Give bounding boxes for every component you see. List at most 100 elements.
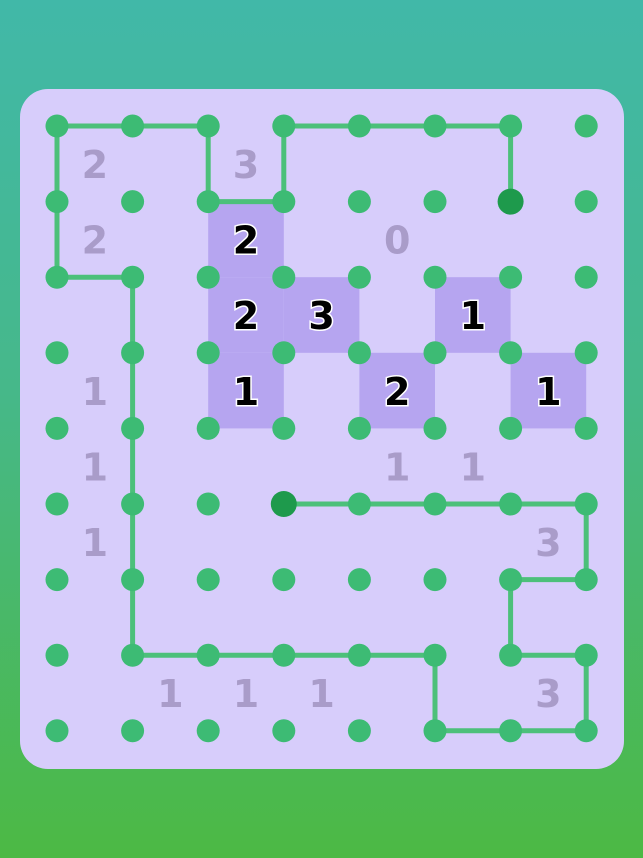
grid-dot[interactable] xyxy=(574,416,598,440)
grid-dot[interactable] xyxy=(347,492,371,516)
clue-number[interactable]: 1 xyxy=(82,370,108,414)
grid-dot[interactable] xyxy=(347,341,371,365)
grid-dot[interactable] xyxy=(499,492,523,516)
grid-dot[interactable] xyxy=(45,265,69,289)
grid-dot[interactable] xyxy=(574,190,598,214)
grid-dot[interactable] xyxy=(121,492,145,516)
grid-dot[interactable] xyxy=(272,265,296,289)
clue-number[interactable]: 3 xyxy=(307,293,336,340)
grid-dot[interactable] xyxy=(272,643,296,667)
clue-number[interactable]: 1 xyxy=(82,521,108,565)
grid-dot[interactable] xyxy=(423,568,447,592)
grid-dot[interactable] xyxy=(347,265,371,289)
grid-dot[interactable] xyxy=(45,114,69,138)
grid-dot[interactable] xyxy=(272,190,296,214)
grid-dot[interactable] xyxy=(423,265,447,289)
clue-number[interactable]: 2 xyxy=(82,143,108,187)
grid-dot[interactable] xyxy=(423,643,447,667)
clue-number[interactable]: 1 xyxy=(308,672,334,716)
grid-dot[interactable] xyxy=(347,114,371,138)
grid-dot[interactable] xyxy=(45,341,69,365)
grid-dot[interactable] xyxy=(121,190,145,214)
grid-dot[interactable] xyxy=(196,492,220,516)
grid-dot[interactable] xyxy=(423,341,447,365)
clue-number[interactable]: 2 xyxy=(382,368,411,415)
clue-number[interactable]: 2 xyxy=(231,217,260,264)
grid-dot[interactable] xyxy=(45,492,69,516)
grid-dot[interactable] xyxy=(499,719,523,743)
path-endpoint-dot[interactable] xyxy=(270,491,297,517)
highlighted-cell xyxy=(208,352,284,429)
grid-dot[interactable] xyxy=(121,643,145,667)
grid-dot[interactable] xyxy=(121,265,145,289)
grid-dot[interactable] xyxy=(196,341,220,365)
grid-dot[interactable] xyxy=(423,190,447,214)
grid-dot[interactable] xyxy=(347,416,371,440)
grid-dot[interactable] xyxy=(121,416,145,440)
grid-dot[interactable] xyxy=(45,190,69,214)
grid-dot[interactable] xyxy=(423,416,447,440)
clue-number[interactable]: 1 xyxy=(384,445,410,489)
highlighted-cell xyxy=(435,277,511,353)
clue-number[interactable]: 1 xyxy=(458,293,487,340)
grid-dot[interactable] xyxy=(423,114,447,138)
grid-dot[interactable] xyxy=(574,568,598,592)
clue-number[interactable]: 2 xyxy=(231,293,260,340)
grid-dot[interactable] xyxy=(574,492,598,516)
grid-dot[interactable] xyxy=(121,114,145,138)
grid-dot[interactable] xyxy=(574,265,598,289)
clue-number[interactable]: 1 xyxy=(460,445,486,489)
grid-dot[interactable] xyxy=(196,416,220,440)
grid-dot[interactable] xyxy=(423,719,447,743)
grid-dot[interactable] xyxy=(574,114,598,138)
grid-dot[interactable] xyxy=(196,643,220,667)
clue-number[interactable]: 3 xyxy=(233,143,259,187)
grid-dot[interactable] xyxy=(272,719,296,743)
grid-dot[interactable] xyxy=(45,719,69,743)
grid-dot[interactable] xyxy=(499,341,523,365)
grid-dot[interactable] xyxy=(574,719,598,743)
grid-dot[interactable] xyxy=(272,341,296,365)
clue-number[interactable]: 3 xyxy=(535,672,561,716)
grid-dot[interactable] xyxy=(499,114,523,138)
clue-number[interactable]: 2 xyxy=(82,219,108,263)
clue-number[interactable]: 1 xyxy=(82,445,108,489)
grid-dot[interactable] xyxy=(45,643,69,667)
grid-dot[interactable] xyxy=(121,341,145,365)
grid-dot[interactable] xyxy=(347,190,371,214)
grid-dot[interactable] xyxy=(45,568,69,592)
grid-dot[interactable] xyxy=(121,568,145,592)
highlighted-cell xyxy=(208,277,284,353)
grid-dot[interactable] xyxy=(45,416,69,440)
grid-dot[interactable] xyxy=(499,416,523,440)
highlighted-cell xyxy=(359,352,435,429)
grid-dot[interactable] xyxy=(499,643,523,667)
grid-dot[interactable] xyxy=(499,568,523,592)
grid-dot[interactable] xyxy=(347,719,371,743)
grid-dot[interactable] xyxy=(347,643,371,667)
clue-number[interactable]: 3 xyxy=(535,521,561,565)
grid-dot[interactable] xyxy=(196,265,220,289)
grid-dot[interactable] xyxy=(347,568,371,592)
grid-dot[interactable] xyxy=(423,492,447,516)
grid-dot[interactable] xyxy=(121,719,145,743)
grid-dot[interactable] xyxy=(574,341,598,365)
grid-dot[interactable] xyxy=(272,114,296,138)
grid-dot[interactable] xyxy=(272,568,296,592)
path-endpoint-dot[interactable] xyxy=(497,188,524,215)
highlighted-cell xyxy=(208,201,284,278)
clue-number[interactable]: 1 xyxy=(534,368,563,415)
grid-dot[interactable] xyxy=(272,416,296,440)
grid-dot[interactable] xyxy=(196,190,220,214)
grid-dot[interactable] xyxy=(196,114,220,138)
grid-dot[interactable] xyxy=(499,265,523,289)
clue-number[interactable]: 1 xyxy=(157,672,183,716)
grid-dot[interactable] xyxy=(196,719,220,743)
clue-number[interactable]: 1 xyxy=(231,368,260,415)
grid-dot[interactable] xyxy=(574,643,598,667)
clue-number[interactable]: 0 xyxy=(384,219,410,263)
clue-number[interactable]: 1 xyxy=(233,672,259,716)
grid-dot[interactable] xyxy=(196,568,220,592)
